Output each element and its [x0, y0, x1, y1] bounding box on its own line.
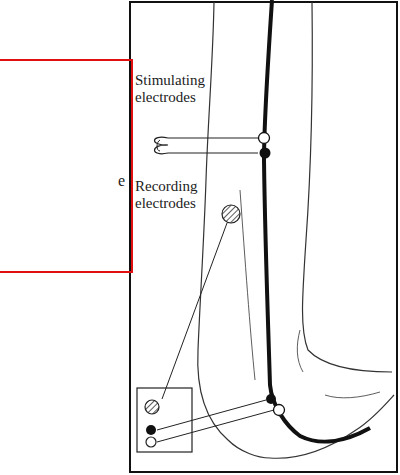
leg-outline: [198, 2, 394, 458]
stimulating-electrode: [155, 133, 271, 159]
panel-frame: [130, 2, 397, 472]
nerve: [264, 0, 370, 442]
electrode-label: Recording electrodes: [135, 178, 217, 212]
recording-electrode: [137, 205, 285, 452]
highlight-box: [0, 60, 132, 272]
text-fragment: e: [118, 172, 132, 189]
electrode-label: Stimulating electrodes: [135, 72, 217, 106]
